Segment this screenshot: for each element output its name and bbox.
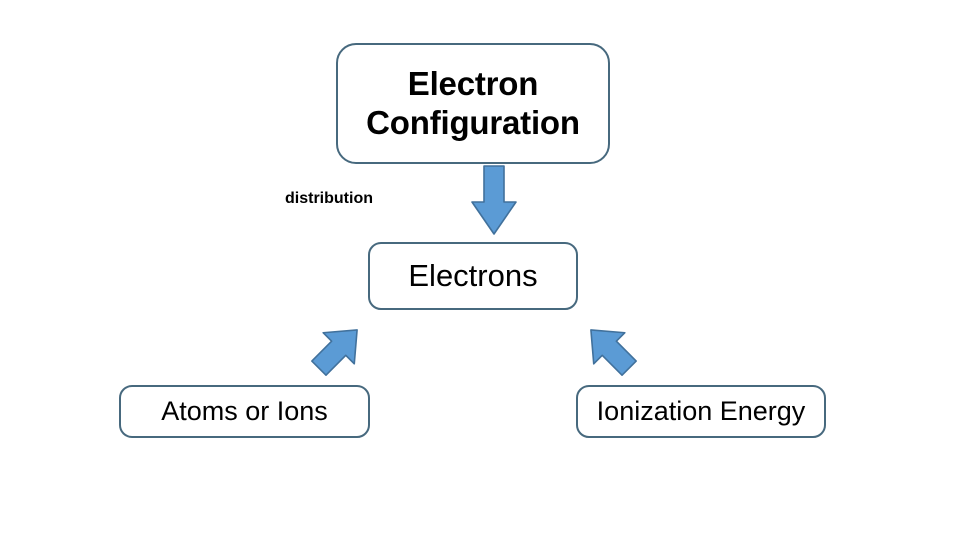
- arrow-down-right-icon: [590, 329, 637, 376]
- arrow-down-left-icon: [311, 329, 358, 376]
- node-title-line-2: Configuration: [366, 103, 580, 141]
- node-electrons[interactable]: Electrons: [368, 242, 578, 310]
- node-electrons-label: Electrons: [408, 257, 538, 293]
- node-atoms-label: Atoms or Ions: [161, 395, 328, 426]
- arrow-down-icon: [471, 165, 517, 235]
- edge-label-distribution: distribution: [285, 190, 373, 207]
- node-atoms-or-ions[interactable]: Atoms or Ions: [119, 385, 370, 438]
- node-title-text: Electron Configuration: [366, 65, 580, 143]
- node-ionization-label: Ionization Energy: [596, 395, 806, 426]
- node-title-line-1: Electron: [407, 64, 539, 102]
- node-ionization-energy[interactable]: Ionization Energy: [576, 385, 826, 438]
- node-electron-configuration[interactable]: Electron Configuration: [336, 43, 610, 164]
